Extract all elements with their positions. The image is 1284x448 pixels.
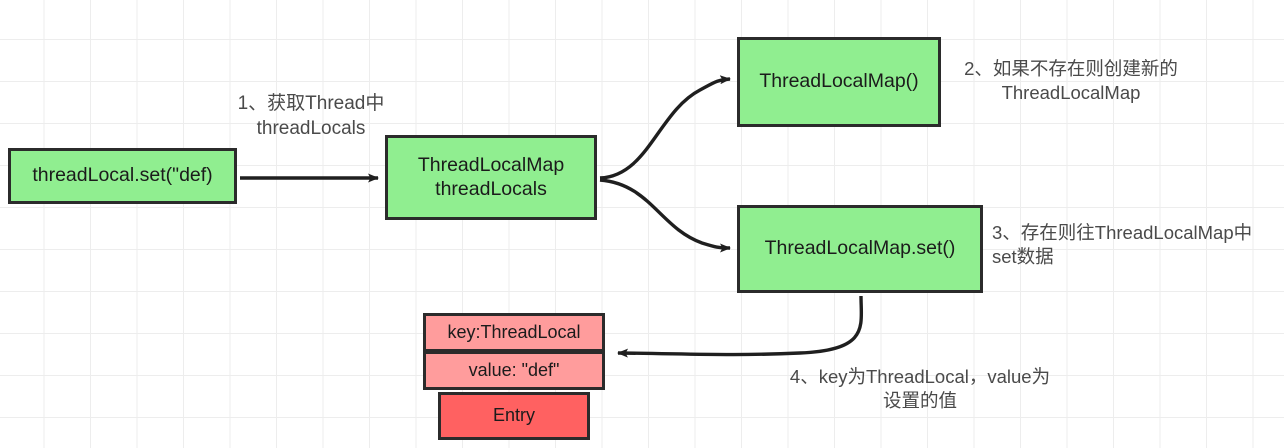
node-entry-label[interactable]: Entry <box>438 392 590 440</box>
node-threadlocalmap-set[interactable]: ThreadLocalMap.set() <box>737 205 983 293</box>
node-entry-key-row[interactable]: key:ThreadLocal <box>423 313 605 352</box>
note-step-3: 3、存在则往ThreadLocalMap中 set数据 <box>992 222 1253 268</box>
node-threadlocalmap-threadlocals[interactable]: ThreadLocalMap threadLocals <box>385 135 597 220</box>
note-step-1: 1、获取Thread中 threadLocals <box>237 93 385 139</box>
note-step-4: 4、key为ThreadLocal，value为 设置的值 <box>789 366 1051 412</box>
node-threadlocalmap-constructor[interactable]: ThreadLocalMap() <box>737 37 941 127</box>
edge-threadlocals-to-threadlocalmap-set <box>599 178 731 253</box>
note-step-2: 2、如果不存在则创建新的 ThreadLocalMap <box>964 58 1178 104</box>
node-threadlocal-set-call[interactable]: threadLocal.set("def) <box>8 148 237 204</box>
edge-threadlocals-to-threadlocalmap-ctor <box>599 75 731 180</box>
edge-threadlocalmap-set-to-entry <box>617 295 864 358</box>
node-entry-value-row[interactable]: value: "def" <box>423 351 605 390</box>
